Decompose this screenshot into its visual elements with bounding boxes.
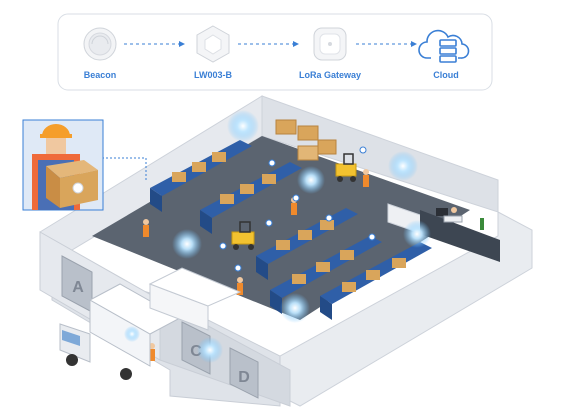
worker-icon bbox=[363, 169, 369, 187]
box-stack-back bbox=[275, 119, 337, 161]
lora-gateway-node: LoRa Gateway bbox=[299, 27, 361, 80]
cloud-server-icon bbox=[418, 29, 470, 63]
flow-label-cloud: Cloud bbox=[433, 70, 459, 80]
office-desk bbox=[436, 207, 484, 230]
beacon-node: Beacon bbox=[83, 27, 117, 80]
beacon-glow-icon bbox=[388, 151, 418, 181]
cloud-node: Cloud bbox=[418, 29, 470, 80]
beacon-glow-icon bbox=[197, 337, 223, 363]
flow-label-gateway: LoRa Gateway bbox=[299, 70, 361, 80]
hexagon-scanner-icon bbox=[196, 25, 230, 63]
beacon-signals bbox=[124, 110, 431, 363]
rack-row-4 bbox=[270, 236, 382, 314]
rack-row-5 bbox=[320, 242, 432, 320]
worker-icon bbox=[143, 219, 149, 237]
location-pin-icon bbox=[265, 219, 273, 227]
location-pin-icon bbox=[268, 159, 276, 167]
rack-row-1 bbox=[150, 140, 252, 212]
rack-row-2 bbox=[200, 162, 302, 234]
beacon-glow-icon bbox=[227, 110, 259, 142]
flow-label-beacon: Beacon bbox=[84, 70, 117, 80]
worker-icon bbox=[237, 277, 243, 295]
flow-panel: Beacon LW003-B LoRa Gateway bbox=[57, 13, 493, 91]
beacon-glow-icon bbox=[124, 326, 140, 342]
delivery-truck bbox=[59, 283, 182, 380]
worker-holding-box-icon bbox=[32, 124, 98, 210]
lora-gateway-icon bbox=[313, 27, 347, 61]
beacon-puck-icon bbox=[83, 27, 117, 61]
storage-racks bbox=[150, 119, 432, 320]
location-pin-icon bbox=[234, 264, 242, 272]
beacon-glow-icon bbox=[280, 293, 310, 323]
rack-row-3 bbox=[256, 208, 358, 280]
location-pin-icon bbox=[292, 194, 300, 202]
location-markers bbox=[219, 146, 376, 272]
dock-door-letter-a: A bbox=[72, 279, 84, 296]
flow-label-lw003b: LW003-B bbox=[194, 70, 233, 80]
trailer bbox=[148, 267, 242, 331]
location-pin-icon bbox=[325, 214, 333, 222]
dock-door-d: D bbox=[229, 347, 259, 399]
location-pin-icon bbox=[359, 146, 367, 154]
location-pin-icon bbox=[219, 242, 227, 250]
dock-door-letter-d: D bbox=[238, 369, 250, 386]
worker-inset bbox=[22, 119, 147, 211]
beacon-glow-icon bbox=[297, 166, 325, 194]
beacon-glow-icon bbox=[403, 220, 431, 248]
forklift-icon bbox=[231, 221, 255, 250]
forklift-back-icon bbox=[335, 153, 357, 182]
beacon-glow-icon bbox=[172, 229, 202, 259]
lw003b-node: LW003-B bbox=[194, 25, 233, 80]
location-pin-icon bbox=[368, 233, 376, 241]
